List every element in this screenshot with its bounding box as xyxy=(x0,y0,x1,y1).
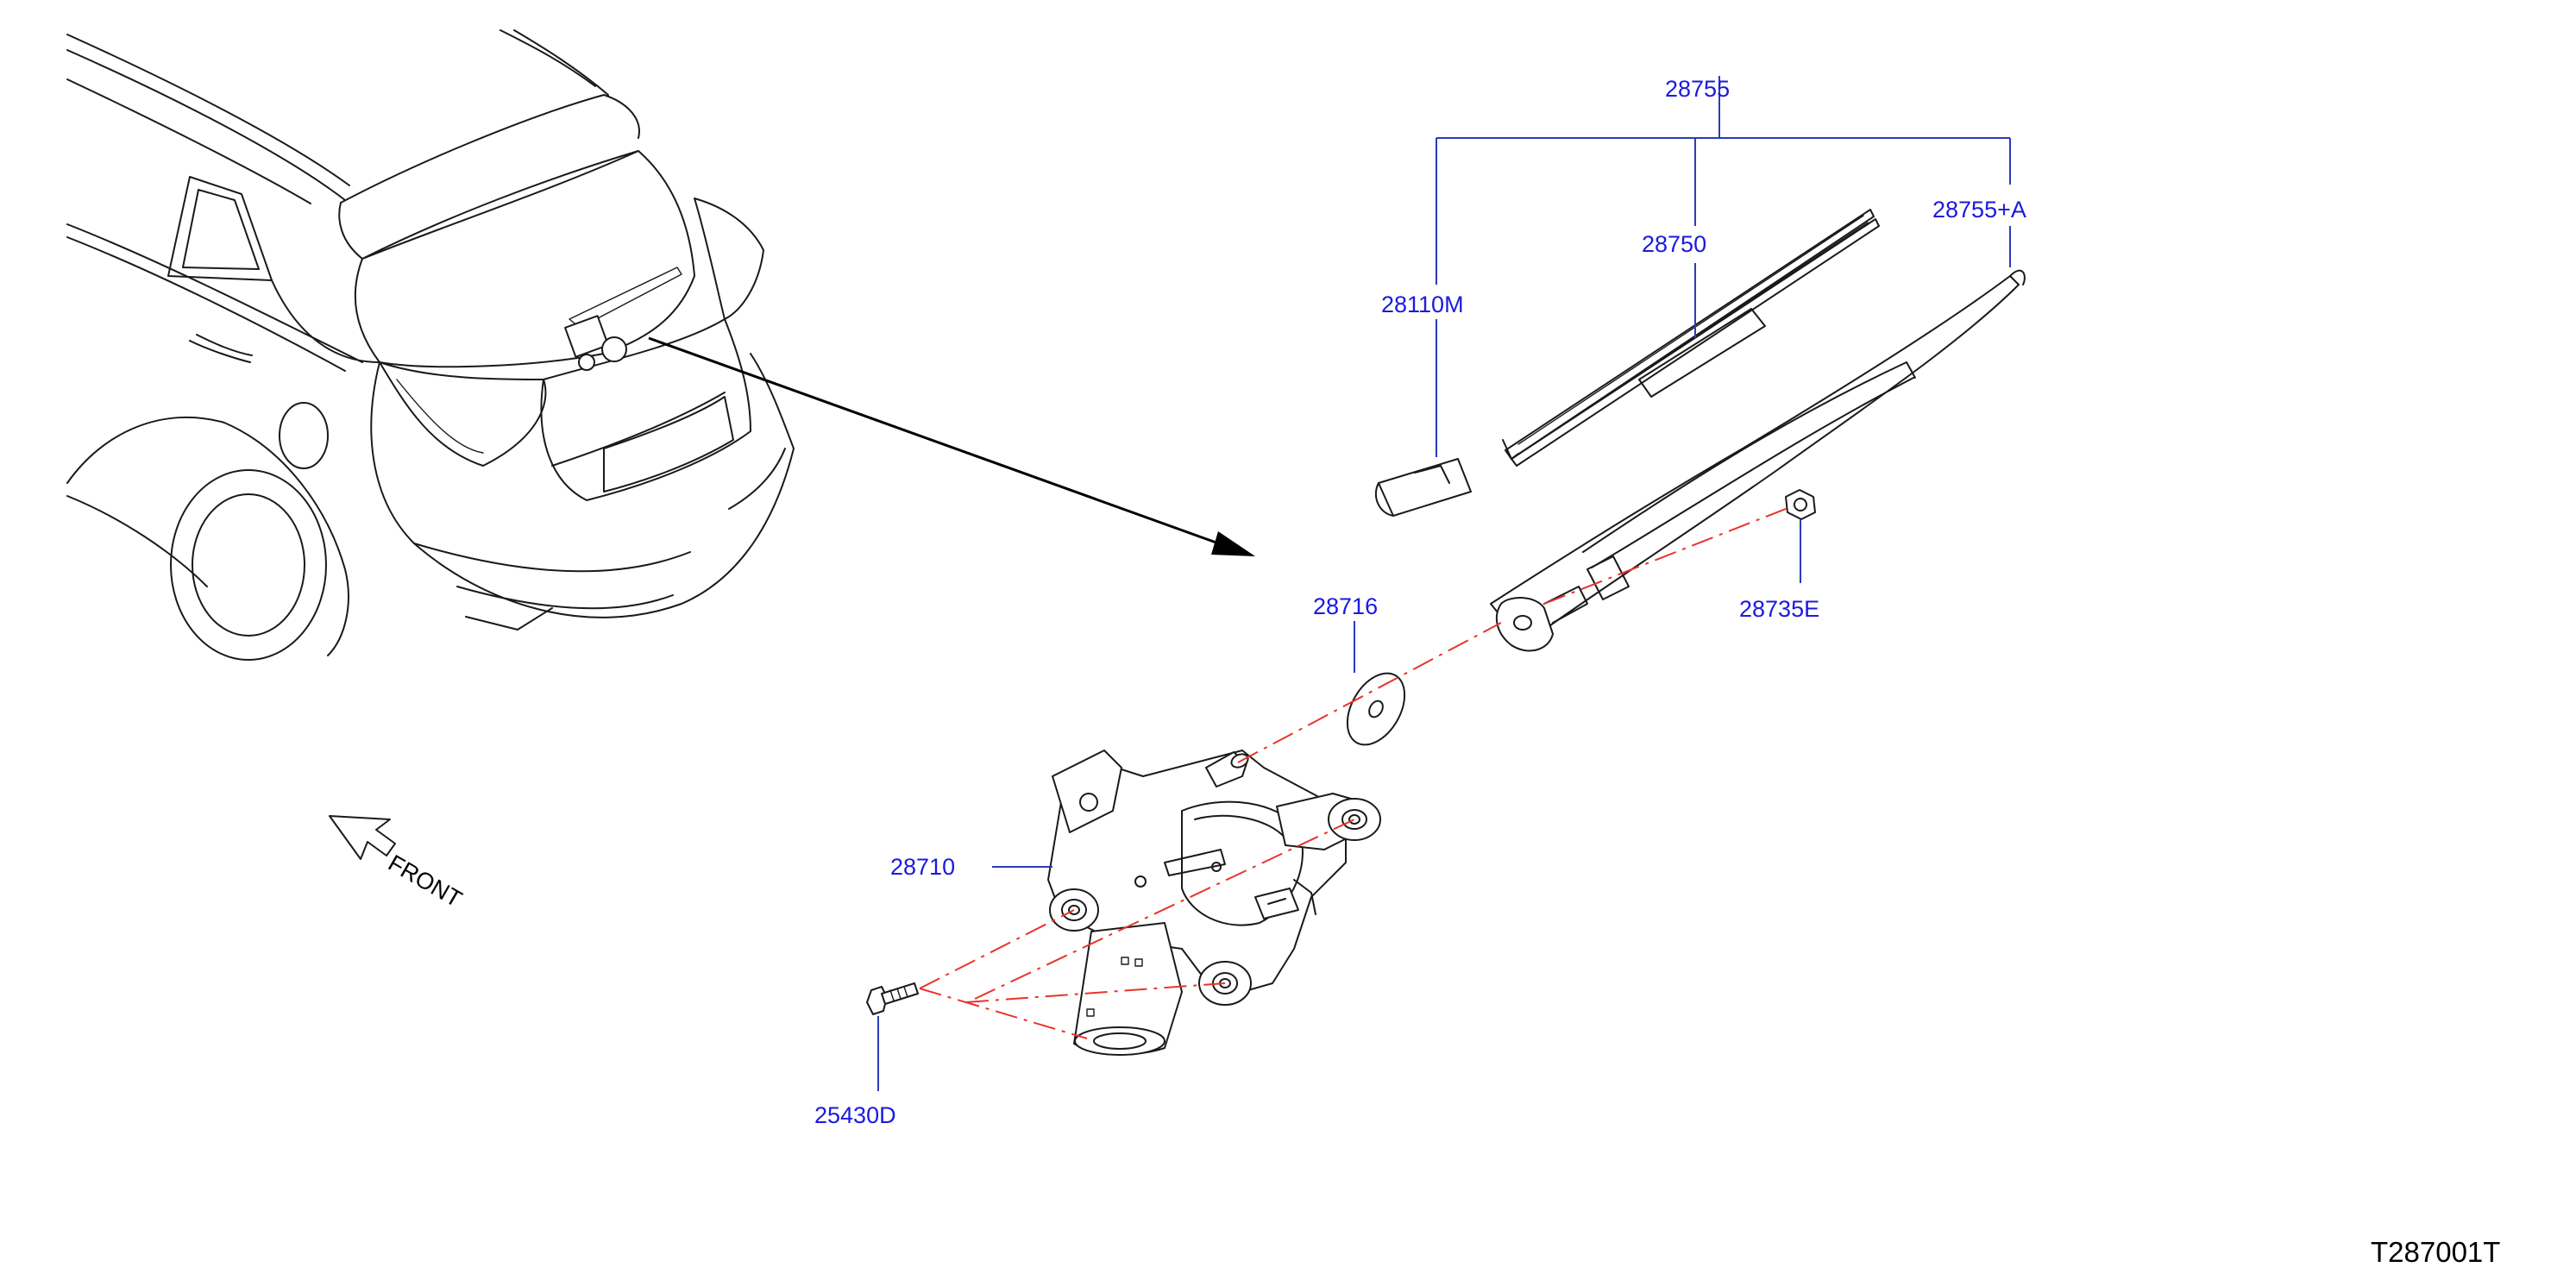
label-28750: 28750 xyxy=(1642,231,1706,257)
washer-28716 xyxy=(1346,672,1406,746)
bolt-25430D xyxy=(866,982,919,1015)
front-label: FRONT xyxy=(384,850,467,912)
leader-lines xyxy=(877,76,2011,1091)
label-28735E: 28735E xyxy=(1739,596,1819,622)
detail-arrow xyxy=(648,336,1255,556)
nut-28735E xyxy=(1785,489,1816,520)
vehicle-illustration xyxy=(66,29,795,661)
wiper-arm-28755A xyxy=(1490,269,2026,652)
part-number-labels: 28755 28750 28755+A 28110M 28716 28735E … xyxy=(814,76,2026,1128)
label-28755: 28755 xyxy=(1665,76,1730,102)
blade-adapter-28110M xyxy=(1374,458,1472,517)
front-direction-indicator: FRONT xyxy=(329,815,467,913)
wiper-motor-28710 xyxy=(1047,750,1381,1056)
drawing-code: T287001T xyxy=(2371,1236,2500,1268)
label-28710: 28710 xyxy=(890,854,955,880)
label-28110M: 28110M xyxy=(1381,292,1464,317)
assembly-center-lines xyxy=(919,505,1795,1039)
label-28755A: 28755+A xyxy=(1932,197,2026,223)
label-25430D: 25430D xyxy=(814,1102,896,1128)
label-28716: 28716 xyxy=(1313,593,1378,619)
wiper-blade-28750 xyxy=(1502,209,1880,467)
